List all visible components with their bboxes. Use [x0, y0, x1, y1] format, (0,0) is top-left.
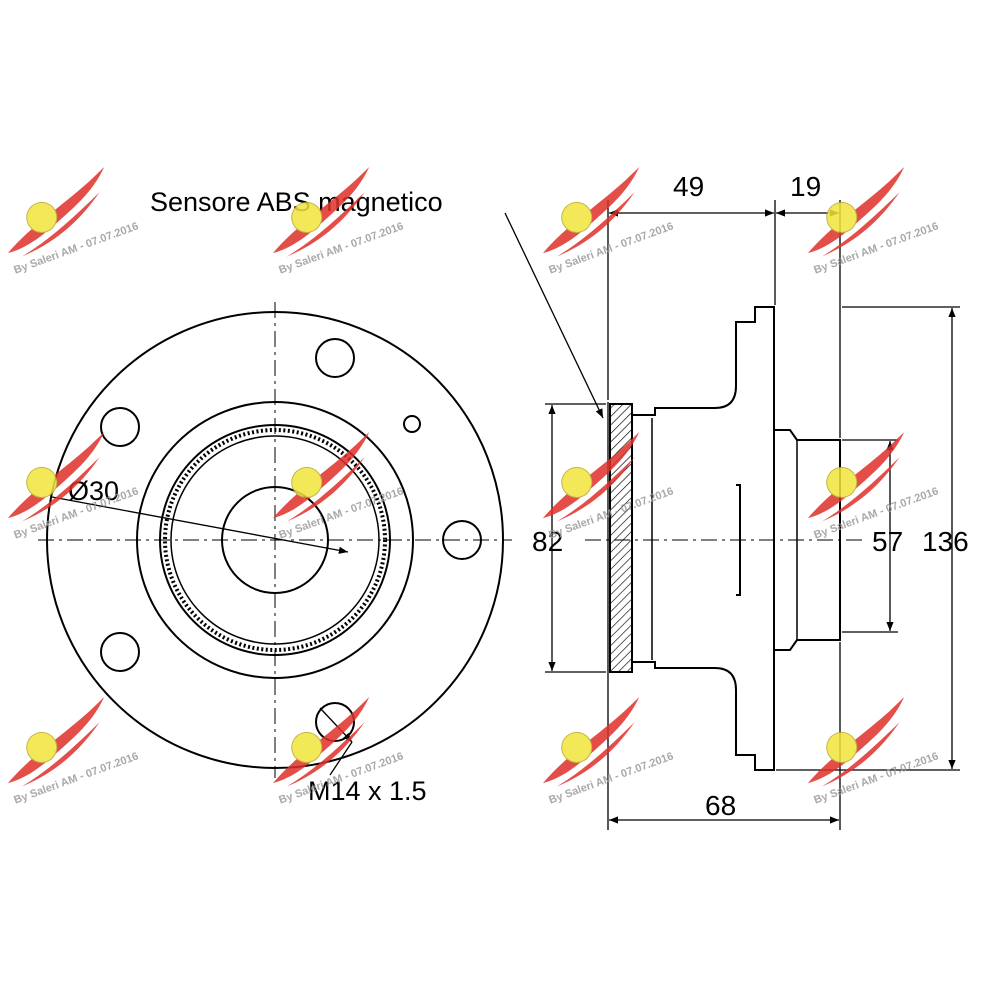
- bolt-hole: [315, 338, 355, 378]
- dim-text-49: 49: [673, 171, 704, 202]
- thread-leader: [329, 741, 353, 776]
- hub-profile: [632, 306, 775, 771]
- bolt-hole: [100, 632, 140, 672]
- front-view: [38, 302, 512, 778]
- thread-label: M14 x 1.5: [308, 776, 427, 806]
- dim-text-57: 57: [872, 526, 903, 557]
- winged-logo-icon: By Saleri AM - 07.07.2016: [7, 166, 140, 277]
- side-view: [585, 306, 862, 771]
- winged-logo-icon: By Saleri AM - 07.07.2016: [542, 431, 675, 542]
- abs-sensor-ring: [609, 403, 633, 673]
- small-hole: [403, 415, 421, 433]
- bolt-hole: [315, 702, 355, 742]
- winged-logo-icon: By Saleri AM - 07.07.2016: [807, 696, 940, 807]
- sensor-leader: [504, 212, 604, 419]
- watermark-layer: By Saleri AM - 07.07.2016 By Saleri AM - …: [7, 166, 940, 807]
- dim-text-82: 82: [532, 526, 563, 557]
- diameter-leader: [51, 496, 349, 554]
- winged-logo-icon: By Saleri AM - 07.07.2016: [542, 166, 675, 277]
- dim-text-68: 68: [705, 790, 736, 821]
- winged-logo-icon: By Saleri AM - 07.07.2016: [542, 696, 675, 807]
- winged-logo-icon: By Saleri AM - 07.07.2016: [272, 166, 405, 277]
- bolt-hole: [100, 407, 140, 447]
- winged-logo-icon: By Saleri AM - 07.07.2016: [7, 696, 140, 807]
- dim-text-136: 136: [922, 526, 969, 557]
- dimension-lines: [504, 200, 960, 830]
- thread-leader: [319, 707, 353, 743]
- winged-logo-icon: By Saleri AM - 07.07.2016: [807, 431, 940, 542]
- dim-text-19: 19: [790, 171, 821, 202]
